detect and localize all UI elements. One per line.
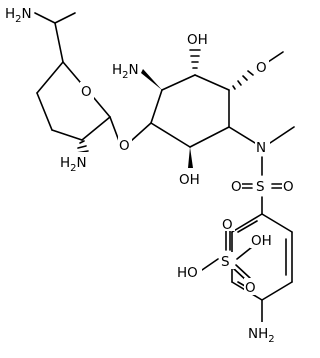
molecule-svg: H2N O H2N O H2N OH O OH N O (4, 2, 295, 345)
bond-ch-ring (54, 22, 64, 63)
bond-anomeric-o (109, 116, 120, 142)
bond-cyc-6 (150, 122, 191, 148)
bond-acid-o-bottom2 (235, 264, 251, 279)
hydroxyl-top-label: OH (187, 32, 208, 48)
nh2-aryl-label: NH2 (248, 326, 275, 345)
hydroxyl-bottom-label: OH (179, 172, 200, 188)
acid-sulfur-label: S (221, 254, 230, 270)
bond-benz-1 (261, 213, 293, 233)
bond-ring-5 (36, 92, 53, 131)
bond-cyc-oh-hash (189, 49, 201, 69)
acid-hydroxyl-right-label: OH (251, 233, 272, 249)
bond-benz-in-3 (237, 220, 258, 233)
bond-n-methyl (269, 126, 295, 144)
bond-ring-1 (62, 61, 81, 83)
bond-cyc-ome-hash (232, 70, 254, 90)
acid-hydroxyl-left-label: HO (177, 265, 198, 281)
acid-oxygen-bottom-label: O (245, 280, 256, 296)
bond-benz-6 (231, 213, 263, 233)
bond-cyc-n (228, 126, 256, 144)
acid-oxygen-top-label: O (222, 217, 233, 233)
bond-ring-nh2-hash (75, 140, 89, 154)
bond-o-methyl (267, 51, 284, 63)
methoxy-oxygen-label: O (256, 60, 267, 76)
bond-cyc-2 (161, 74, 196, 91)
bond-acid-oh-right (236, 246, 253, 260)
nitrogen-label: N (256, 140, 266, 156)
bond-ring-6 (36, 61, 64, 94)
bond-ch-methyl (54, 12, 76, 24)
bond-acid-ho-left (201, 258, 219, 271)
bond-cyc-3 (194, 74, 230, 91)
nh2-cyclohexane-label: H2N (112, 62, 139, 81)
bond-ring-2 (93, 97, 111, 118)
bond-cyc-1 (150, 89, 163, 124)
bond-nh2-ch (34, 12, 56, 24)
sulfonyl-oxygen-left-label: O (231, 179, 242, 195)
bond-benz-3 (261, 281, 293, 301)
bond-cyc-nh2-wedge (141, 69, 162, 90)
bond-cyc-5 (189, 126, 230, 148)
sulfur-label: S (256, 179, 265, 195)
sulfonyl-oxygen-right-label: O (283, 179, 294, 195)
glycosidic-oxygen-label: O (119, 138, 130, 154)
ring-oxygen-label: O (81, 84, 92, 100)
bond-ring-4 (51, 129, 83, 141)
bond-cyc-oh-bottom-wedge (188, 147, 193, 168)
structure-diagram: H2N O H2N O H2N OH O OH N O (4, 2, 295, 345)
bond-o-cyc (130, 122, 152, 142)
nh2-ring-label: H2N (60, 155, 87, 174)
bond-ring-3 (81, 116, 111, 141)
nh2-top-label: H2N (5, 6, 32, 25)
atom-labels: H2N O H2N O H2N OH O OH N O (4, 2, 295, 345)
